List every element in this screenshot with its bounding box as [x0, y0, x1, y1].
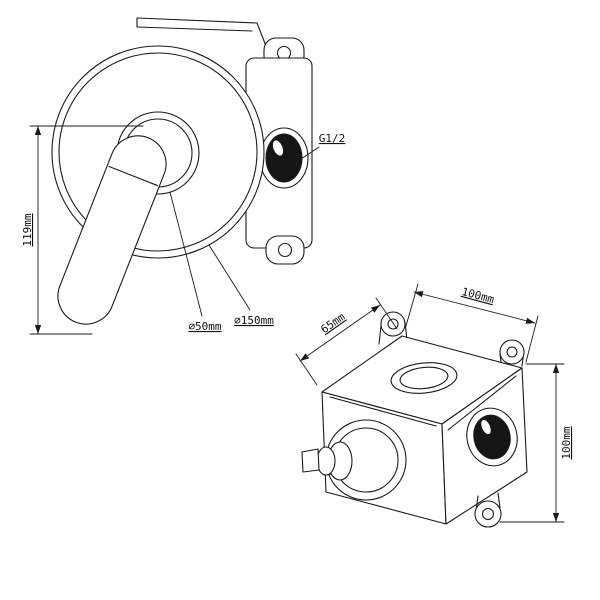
height-dimension-label: 119mm [21, 213, 34, 246]
cartridge-spindle [301, 419, 407, 501]
iso-view: 100mm 65mm 100mm [295, 283, 573, 528]
escutcheon-plate-inner-edge [58, 52, 258, 252]
projection-lines [136, 17, 267, 47]
valve-body-rough-in [245, 37, 313, 265]
spindle-tab [301, 448, 320, 473]
lever-handle [57, 135, 167, 325]
body-height-dimension-label: 100mm [560, 426, 573, 459]
iso-ear-bottom [474, 492, 502, 528]
handle-neck-line [108, 165, 158, 187]
bevel-line-front [329, 396, 437, 427]
mounting-ear-bottom [265, 235, 305, 265]
ear-hole [481, 507, 495, 521]
hub-diameter-label: ⌀50mm [188, 320, 221, 333]
plate-diameter-label: ⌀150mm [234, 314, 274, 327]
top-port [390, 362, 458, 394]
inlet-port [259, 127, 309, 189]
leader-thread: G1/2 [294, 132, 346, 164]
top-width-dimension-label: 100mm [460, 285, 496, 306]
iso-ear-top-right [499, 339, 525, 371]
bevel-line-right [447, 375, 517, 431]
right-port [466, 407, 518, 467]
depth-dimension-label: 65mm [318, 310, 347, 336]
thread-size-label: G1/2 [319, 132, 346, 145]
ear-hole [506, 346, 518, 358]
front-view: 119mm ⌀50mm ⌀150mm G1/2 [21, 17, 346, 335]
ear-hole [277, 242, 293, 258]
dimension-height: 119mm [21, 125, 144, 335]
leader-plate-diameter: ⌀150mm [208, 244, 274, 327]
leader-hub-diameter: ⌀50mm [169, 191, 222, 333]
dimension-body-height: 100mm [499, 363, 573, 523]
